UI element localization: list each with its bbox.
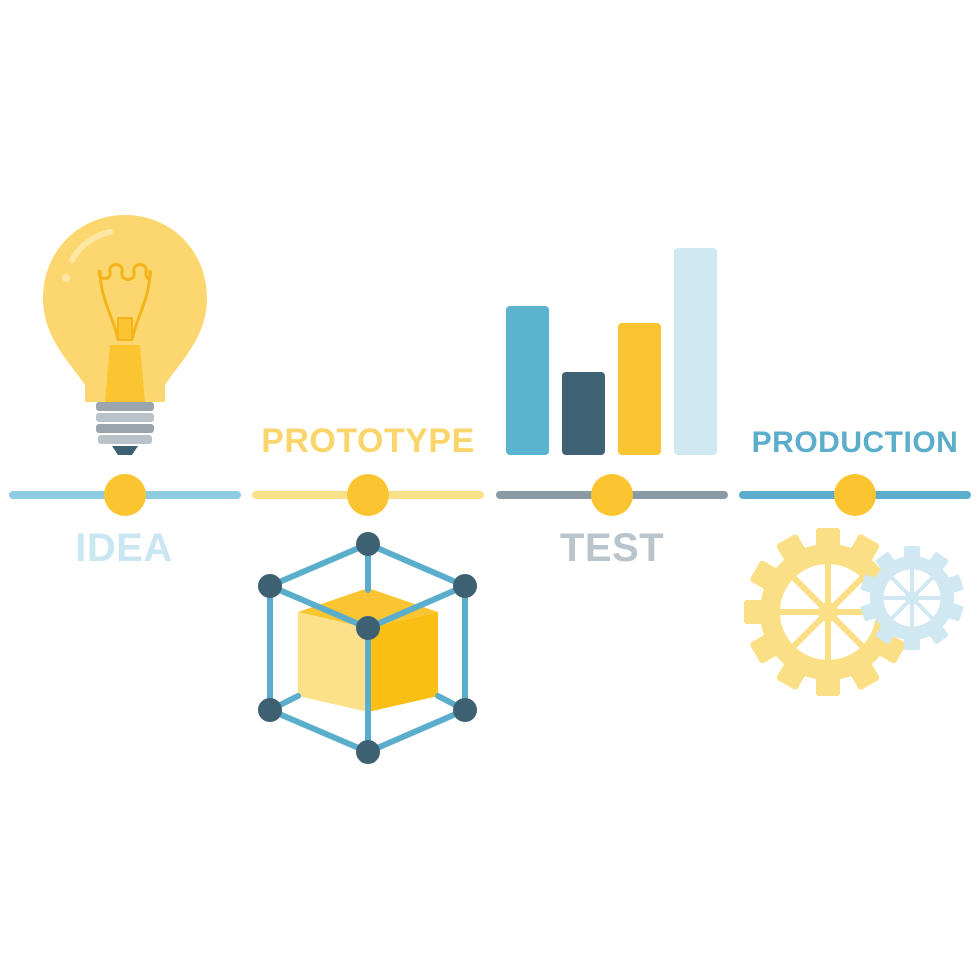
stage-label-production: PRODUCTION xyxy=(751,426,959,459)
lightbulb-icon xyxy=(43,215,207,455)
bar-3 xyxy=(618,323,661,455)
bar-chart-icon xyxy=(506,248,717,455)
stage-label-prototype: PROTOTYPE xyxy=(261,422,475,460)
timeline-node-production xyxy=(834,474,876,516)
stage-label-idea: IDEA xyxy=(75,526,173,570)
timeline xyxy=(9,474,971,516)
stage-label-test: TEST xyxy=(559,526,665,570)
timeline-node-prototype xyxy=(347,474,389,516)
timeline-node-test xyxy=(591,474,633,516)
bar-4 xyxy=(674,248,717,455)
bar-1 xyxy=(506,306,549,455)
cube-icon xyxy=(258,532,477,764)
gears-icon xyxy=(744,528,964,696)
bar-2 xyxy=(562,372,605,455)
timeline-node-idea xyxy=(104,474,146,516)
